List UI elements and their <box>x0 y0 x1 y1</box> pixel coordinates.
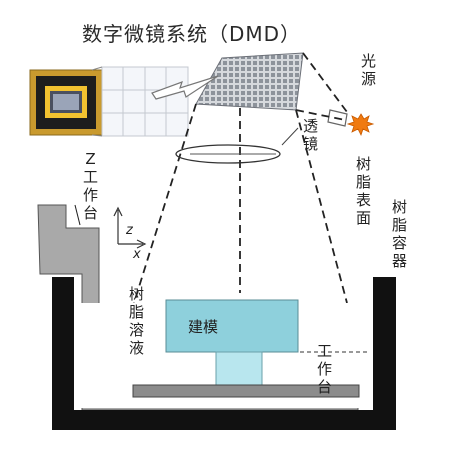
model-label: 建模 <box>188 318 219 336</box>
axis-icon <box>113 206 147 249</box>
z-platform-label: Z工作台 <box>82 150 98 222</box>
lens-label: 透镜 <box>302 117 318 153</box>
build-model <box>132 299 360 398</box>
resin-container-label: 树脂容器 <box>391 198 407 270</box>
page-title: 数字微镜系统（DMD） <box>82 22 302 46</box>
micromirror-array <box>195 52 304 111</box>
light-beam <box>133 52 348 304</box>
work-table-label: 工作台 <box>316 342 332 396</box>
light-source-label: 光源 <box>360 52 376 88</box>
axis-z-label: z <box>126 223 133 238</box>
dmd-chip-icon <box>29 69 103 136</box>
resin-container <box>52 277 396 430</box>
resin-liquid-label: 树脂溶液 <box>128 285 144 357</box>
mirror-grid-icon <box>91 66 189 137</box>
light-source-icon <box>327 109 375 137</box>
arrow-icon <box>151 75 219 100</box>
resin-surface-label: 树脂表面 <box>355 155 371 227</box>
lens-icon <box>175 127 299 164</box>
axis-x-label: x <box>133 247 141 262</box>
